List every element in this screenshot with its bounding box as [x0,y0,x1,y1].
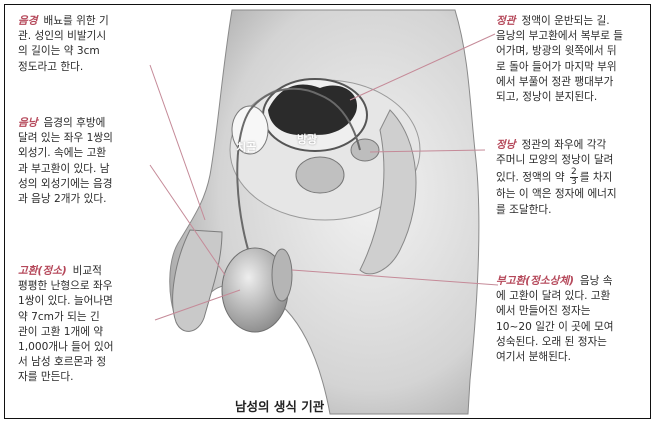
testis-title: 고환(정소) [18,265,67,277]
testis-block: 고환(정소)비교적 평평한 난형으로 좌우 1쌍이 있다. 늘어나면 약 7cm… [18,264,163,386]
penis-title: 음경 [18,15,38,27]
prostate [296,157,344,193]
bladder-label: 방광 [297,131,317,147]
seminal-vesicle-title: 정낭 [496,139,516,151]
pubic-bone-label: 치골 [236,139,256,155]
epididymis-shape [272,249,292,301]
seminal-vesicle-shape [351,139,379,161]
vas-deferens-title: 정관 [496,15,516,27]
epididymis-block: 부고환(정소상체)음낭 속 에 고환이 달려 있다. 고환 에서 만들어진 정자… [496,274,654,365]
figure-caption: 남성의 생식 기관 [235,396,324,415]
scrotum-title: 음낭 [18,117,38,129]
epididymis-title: 부고환(정소상체) [496,275,574,287]
